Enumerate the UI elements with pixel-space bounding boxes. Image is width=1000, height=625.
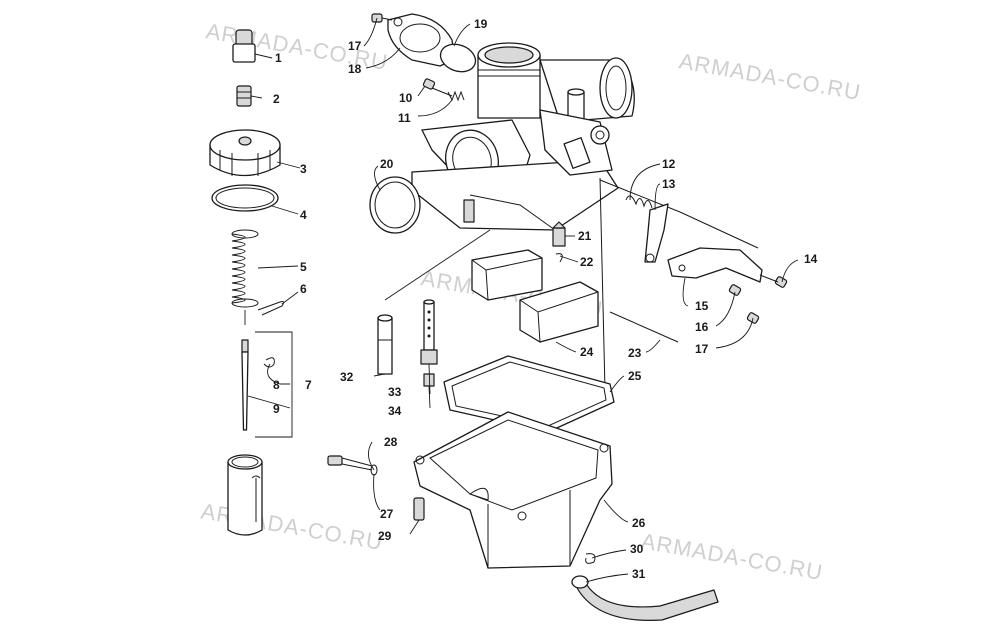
leader-lines xyxy=(247,17,799,583)
drain-hose xyxy=(571,553,719,621)
part-2-nut xyxy=(236,85,252,107)
callout-20: 20 xyxy=(380,157,394,171)
throttle-slide xyxy=(227,454,263,536)
callout-17-bottom: 17 xyxy=(695,342,709,356)
callout-27: 27 xyxy=(380,507,394,521)
part-29-screw xyxy=(413,497,425,521)
callout-7: 7 xyxy=(305,378,312,392)
left-column-parts xyxy=(209,29,293,536)
callout-25: 25 xyxy=(628,369,642,383)
callout-10: 10 xyxy=(399,91,413,105)
callout-24: 24 xyxy=(580,345,594,359)
callout-1: 1 xyxy=(275,51,282,65)
callout-30: 30 xyxy=(630,542,644,556)
callout-9: 9 xyxy=(273,402,280,416)
jets xyxy=(377,229,491,387)
callout-16: 16 xyxy=(695,320,709,334)
float-bowl xyxy=(327,355,615,569)
callout-34: 34 xyxy=(388,404,402,418)
float-assembly xyxy=(471,221,679,343)
callout-22: 22 xyxy=(580,255,594,269)
part-19-o-ring xyxy=(439,43,477,73)
callout-31: 31 xyxy=(632,567,646,581)
callout-19: 19 xyxy=(474,17,488,31)
callout-33: 33 xyxy=(388,385,402,399)
callout-13: 13 xyxy=(662,177,676,191)
callout-numbers: 1 2 3 4 5 6 7 8 9 10 11 12 13 14 15 16 1… xyxy=(273,17,818,581)
callout-23: 23 xyxy=(628,346,642,360)
callout-4: 4 xyxy=(300,208,307,222)
callout-29: 29 xyxy=(378,529,392,543)
callout-2: 2 xyxy=(273,92,280,106)
part-11-spring xyxy=(447,90,465,102)
callout-12: 12 xyxy=(662,157,676,171)
watermark: ARMADA-CO.RU xyxy=(199,498,385,555)
watermark: ARMADA-CO.RU xyxy=(677,48,863,105)
part-20-o-ring xyxy=(369,176,421,234)
vent-fitting xyxy=(567,88,585,121)
watermark: ARMADA-CO.RU xyxy=(639,528,825,585)
callout-28: 28 xyxy=(384,435,398,449)
watermark: ARMADA-CO.RU xyxy=(204,18,390,75)
part-1-adjuster xyxy=(232,29,256,63)
part-10-screw xyxy=(422,78,453,97)
callout-32: 32 xyxy=(340,370,354,384)
callout-5: 5 xyxy=(300,260,307,274)
callout-14: 14 xyxy=(804,252,818,266)
part-3-cap xyxy=(209,129,281,177)
part-8-e-clip xyxy=(263,357,275,368)
callout-11: 11 xyxy=(398,111,411,125)
callout-26: 26 xyxy=(632,516,646,530)
part-28-screw xyxy=(327,455,373,471)
part-5-spring xyxy=(231,229,259,308)
callout-6: 6 xyxy=(300,282,307,296)
callout-15: 15 xyxy=(695,299,709,313)
callout-21: 21 xyxy=(578,229,592,243)
callout-8: 8 xyxy=(273,378,280,392)
part-4-o-ring xyxy=(211,184,279,212)
callout-18: 18 xyxy=(348,62,362,76)
throttle-linkage xyxy=(599,179,788,324)
carburetor-body xyxy=(371,13,635,391)
callout-3: 3 xyxy=(300,162,307,176)
callout-17-top: 17 xyxy=(348,39,362,53)
part-6-clip xyxy=(257,301,285,316)
part-9-needle xyxy=(241,339,249,431)
